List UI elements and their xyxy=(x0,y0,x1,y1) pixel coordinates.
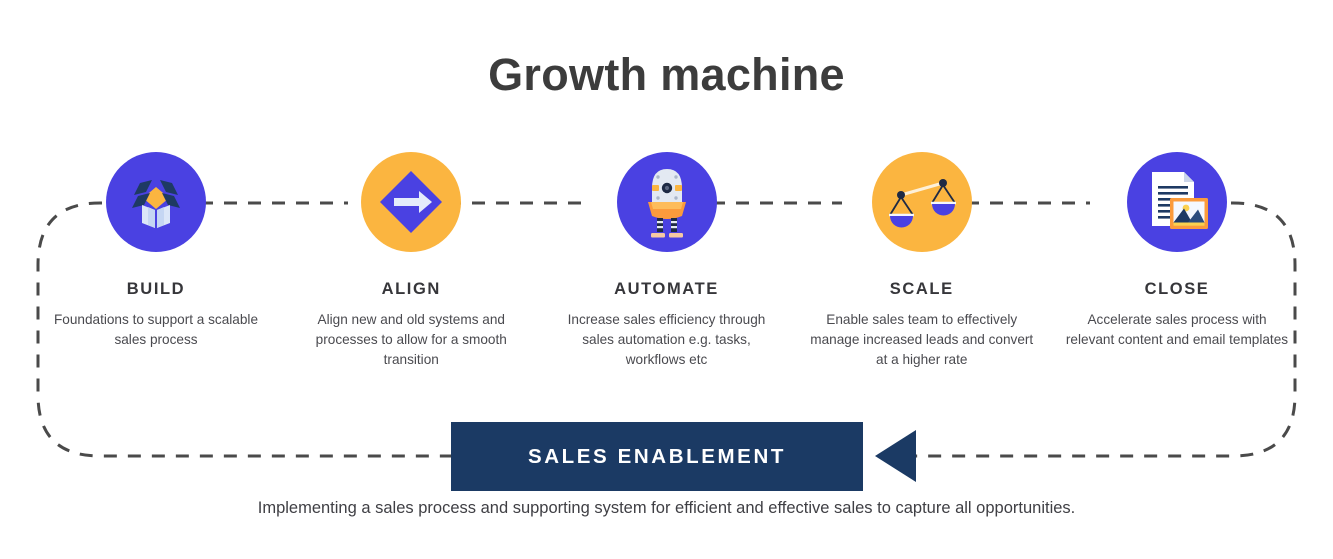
document-image-icon xyxy=(1152,172,1208,229)
banner-caption: Implementing a sales process and support… xyxy=(257,499,1076,517)
step-label: BUILD xyxy=(126,280,186,298)
step-build[interactable]: BUILD Foundations to support a scalable … xyxy=(38,152,274,350)
steps-row: BUILD Foundations to support a scalable … xyxy=(38,152,1295,370)
step-label: CLOSE xyxy=(1144,280,1210,298)
step-icon-circle-align xyxy=(361,152,462,252)
step-description: Align new and old systems and processes … xyxy=(315,312,507,368)
step-icon-circle-close xyxy=(1127,152,1227,252)
balance-scales-icon xyxy=(888,179,956,228)
page-title: Growth machine xyxy=(488,49,845,101)
step-description: Accelerate sales process with relevant c… xyxy=(1065,312,1289,348)
step-label: AUTOMATE xyxy=(614,280,719,298)
step-label: ALIGN xyxy=(381,280,441,298)
step-description: Increase sales efficiency through sales … xyxy=(567,312,766,368)
arrow-diamond-icon xyxy=(380,171,443,233)
open-box-icon xyxy=(132,180,180,228)
step-label: SCALE xyxy=(889,280,954,298)
banner-label: SALES ENABLEMENT xyxy=(527,444,786,468)
step-close[interactable]: CLOSE Accelerate sales process with rele… xyxy=(1059,152,1295,350)
step-description: Foundations to support a scalable sales … xyxy=(53,312,259,348)
step-scale[interactable]: SCALE Enable sales team to effectively m… xyxy=(804,152,1040,370)
step-description: Enable sales team to effectively manage … xyxy=(810,312,1034,368)
step-icon-circle-scale xyxy=(871,152,972,252)
left-arrow-head-icon xyxy=(875,430,916,482)
step-icon-circle-automate xyxy=(616,152,717,252)
sales-enablement-banner[interactable]: SALES ENABLEMENT xyxy=(451,422,863,491)
step-icon-circle-build xyxy=(106,152,206,252)
step-align[interactable]: ALIGN Align new and old systems and proc… xyxy=(293,152,529,370)
robot-icon xyxy=(647,169,686,238)
step-automate[interactable]: AUTOMATE Increase sales efficiency throu… xyxy=(549,152,785,370)
